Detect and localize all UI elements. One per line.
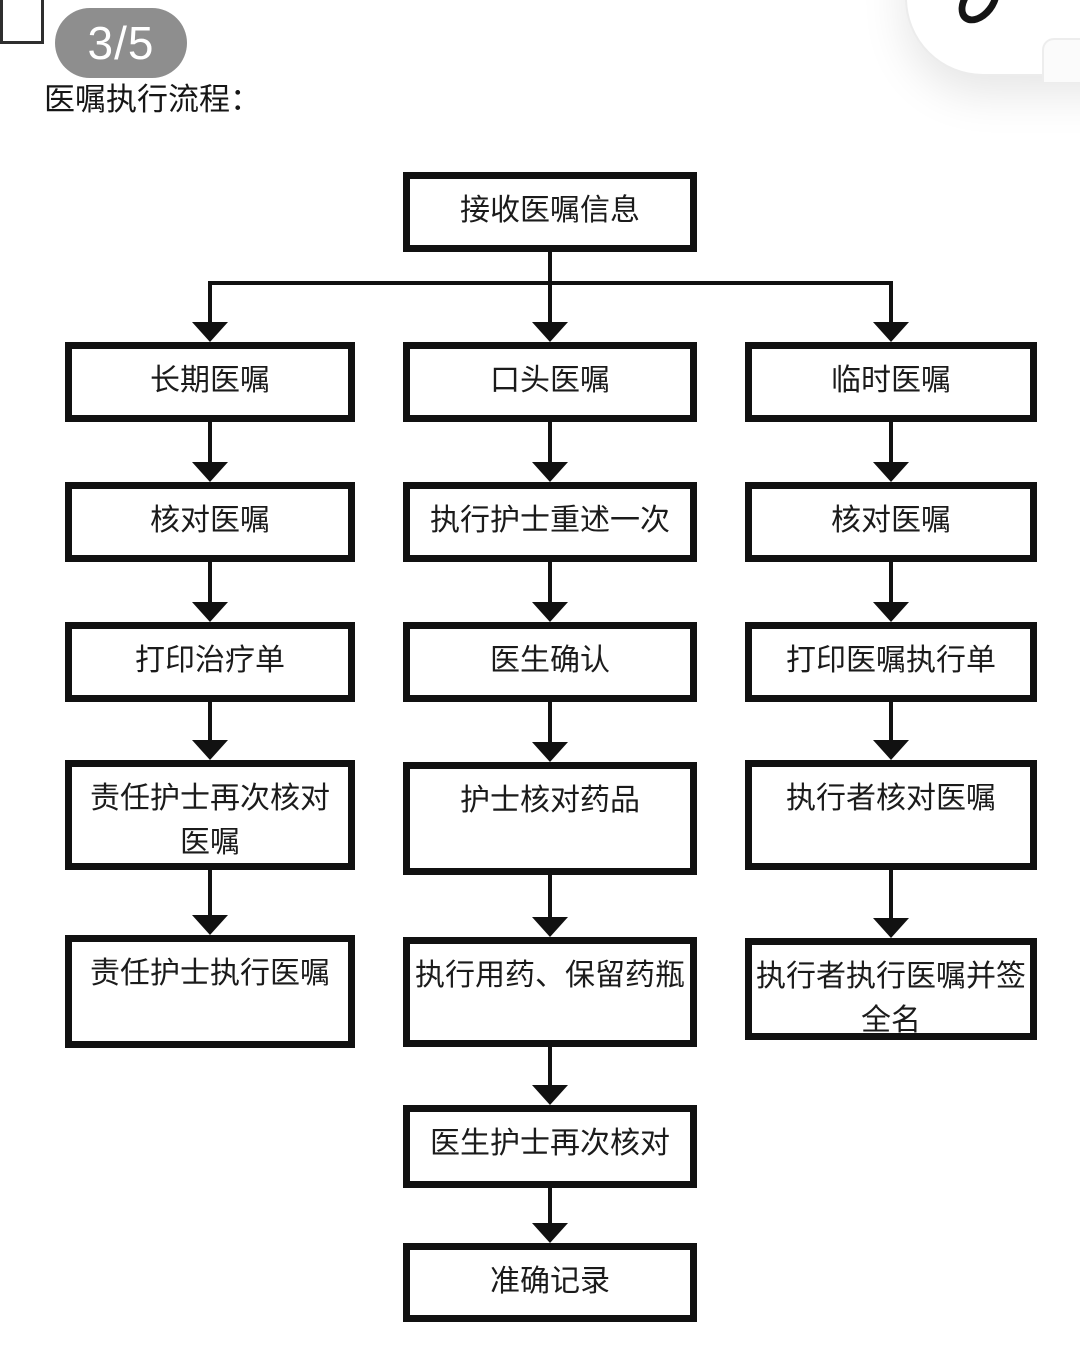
flow-node-receive-order: 接收医嘱信息 <box>403 172 697 252</box>
arrowhead-icon <box>873 740 909 760</box>
flow-connector <box>548 1188 552 1223</box>
flow-connector <box>548 252 552 283</box>
flow-node-temporary-order: 临时医嘱 <box>745 342 1037 422</box>
flow-connector <box>548 1047 552 1085</box>
arrowhead-icon <box>873 462 909 482</box>
flow-connector <box>208 562 212 602</box>
flow-node-executor-execute-sign: 执行者执行医嘱并签全名 <box>745 938 1037 1040</box>
flow-node-verbal-order: 口头医嘱 <box>403 342 697 422</box>
flow-node-administer-keep-vial: 执行用药、保留药瓶 <box>403 937 697 1047</box>
arrowhead-icon <box>192 462 228 482</box>
flow-connector <box>889 283 893 324</box>
arrowhead-icon <box>192 322 228 342</box>
arrowhead-icon <box>873 918 909 938</box>
page-number-badge: 3/5 <box>55 8 187 78</box>
flow-connector <box>548 422 552 462</box>
flow-node-print-execution-sheet: 打印医嘱执行单 <box>745 622 1037 702</box>
flow-connector <box>548 702 552 742</box>
secondary-card-edge <box>1042 38 1080 82</box>
flow-connector <box>208 283 212 324</box>
arrowhead-icon <box>532 322 568 342</box>
flow-node-accurate-record: 准确记录 <box>403 1243 697 1322</box>
flow-node-doctor-nurse-recheck: 医生护士再次核对 <box>403 1105 697 1188</box>
flow-connector <box>208 422 212 462</box>
page-number-label: 3/5 <box>87 17 155 69</box>
flow-connector <box>889 562 893 602</box>
flow-connector <box>889 422 893 462</box>
flow-connector <box>889 870 893 918</box>
crop-corner-box <box>0 0 44 44</box>
flow-connector <box>548 283 552 324</box>
flow-node-executor-check-order: 执行者核对医嘱 <box>745 760 1037 870</box>
arrowhead-icon <box>532 1085 568 1105</box>
flow-node-check-order-right: 核对医嘱 <box>745 482 1037 562</box>
flow-connector <box>208 702 212 740</box>
arrowhead-icon <box>873 322 909 342</box>
flow-connector <box>208 870 212 915</box>
flow-node-print-treatment-sheet: 打印治疗单 <box>65 622 355 702</box>
arrowhead-icon <box>532 917 568 937</box>
flow-node-nurse-check-medicine: 护士核对药品 <box>403 762 697 875</box>
flow-node-long-term-order: 长期医嘱 <box>65 342 355 422</box>
arrowhead-icon <box>532 742 568 762</box>
flow-connector <box>548 562 552 602</box>
arrowhead-icon <box>873 602 909 622</box>
arrowhead-icon <box>192 915 228 935</box>
arrowhead-icon <box>532 1223 568 1243</box>
flow-connector <box>548 875 552 917</box>
flow-node-doctor-confirm: 医生确认 <box>403 622 697 702</box>
flow-connector <box>889 702 893 740</box>
arrowhead-icon <box>192 602 228 622</box>
flow-node-nurse-repeat-once: 执行护士重述一次 <box>403 482 697 562</box>
flow-node-nurse-recheck-order: 责任护士再次核对医嘱 <box>65 760 355 870</box>
page-title: 医嘱执行流程： <box>44 82 261 117</box>
flow-node-nurse-execute-order: 责任护士执行医嘱 <box>65 935 355 1048</box>
flow-node-check-order-left: 核对医嘱 <box>65 482 355 562</box>
arrowhead-icon <box>532 462 568 482</box>
arrowhead-icon <box>532 602 568 622</box>
arrowhead-icon <box>192 740 228 760</box>
